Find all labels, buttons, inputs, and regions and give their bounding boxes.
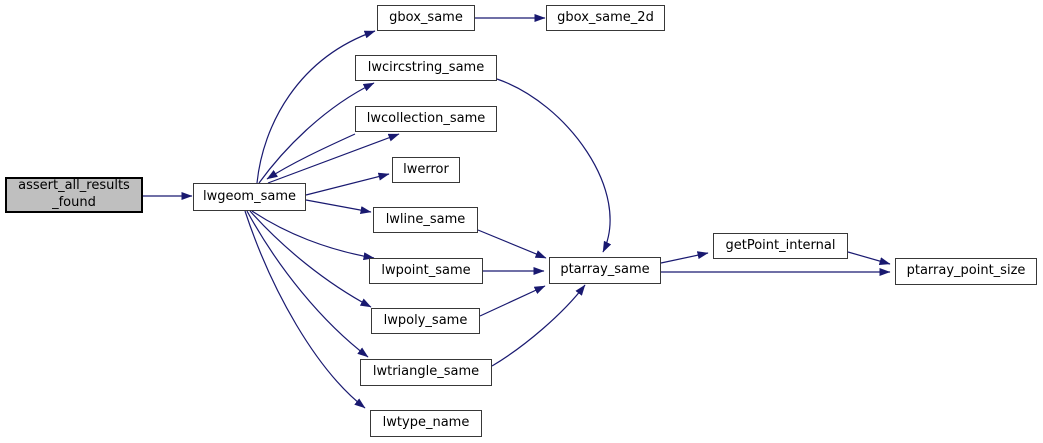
node-label: lwcircstring_same <box>367 59 485 75</box>
node-lwpoint_same[interactable]: lwpoint_same <box>369 258 483 284</box>
node-gbox_same[interactable]: gbox_same <box>377 5 475 31</box>
node-label: lwerror <box>403 161 449 177</box>
node-label: lwpoly_same <box>383 312 468 328</box>
node-lwpoly_same[interactable]: lwpoly_same <box>371 308 480 334</box>
edge-lwtriangle_same-to-ptarray_same <box>491 284 586 367</box>
edge-lwgeom_same-to-lwerror <box>305 172 390 196</box>
node-lwline_same[interactable]: lwline_same <box>373 207 478 233</box>
edge-lwpoly_same-to-ptarray_same <box>479 285 546 317</box>
node-label: lwtype_name <box>382 415 470 431</box>
node-label: lwline_same <box>385 211 466 227</box>
node-lwerror[interactable]: lwerror <box>392 157 460 183</box>
node-lwgeom_same[interactable]: lwgeom_same <box>193 183 306 211</box>
edge-lwgeom_same-to-lwpoint_same <box>251 210 375 261</box>
node-getPoint_internal[interactable]: getPoint_internal <box>713 233 848 259</box>
edge-lwcollection_same-to-lwgeom_same <box>266 133 356 180</box>
node-label: ptarray_point_size <box>906 263 1026 279</box>
node-label: assert_all_results _found <box>18 178 130 210</box>
node-lwtype_name[interactable]: lwtype_name <box>370 410 482 437</box>
node-lwcollection_same[interactable]: lwcollection_same <box>355 106 497 132</box>
node-ptarray_point_size[interactable]: ptarray_point_size <box>895 258 1037 285</box>
node-label: lwcollection_same <box>366 110 486 126</box>
edge-lwgeom_same-to-lwcircstring_same <box>258 82 375 184</box>
node-lwtriangle_same[interactable]: lwtriangle_same <box>360 359 492 386</box>
node-label: ptarray_same <box>560 262 650 278</box>
node-label: getPoint_internal <box>725 237 836 253</box>
edge-lwgeom_same-to-lwpoly_same <box>249 210 372 308</box>
node-label: lwtriangle_same <box>372 364 480 380</box>
node-assert_all_results_found: assert_all_results _found <box>5 177 143 213</box>
edge-ptarray_same-to-getPoint_internal <box>660 251 709 264</box>
node-lwcircstring_same[interactable]: lwcircstring_same <box>355 55 497 81</box>
node-label: gbox_same <box>389 9 463 25</box>
edge-lwgeom_same-to-lwline_same <box>305 199 372 215</box>
node-label: lwgeom_same <box>202 188 296 204</box>
edge-getPoint_internal-to-ptarray_point_size <box>847 251 891 265</box>
edge-lwgeom_same-to-lwtype_name <box>244 210 366 409</box>
edge-lwgeom_same-to-lwcollection_same <box>267 133 400 184</box>
node-gbox_same_2d[interactable]: gbox_same_2d <box>546 5 665 31</box>
node-label: lwpoint_same <box>381 262 471 278</box>
edge-lwline_same-to-ptarray_same <box>477 229 547 259</box>
edge-lwcircstring_same-to-ptarray_same <box>496 78 612 253</box>
node-label: gbox_same_2d <box>557 9 654 25</box>
edge-lwgeom_same-to-lwtriangle_same <box>246 210 369 358</box>
edge-lwgeom_same-to-gbox_same <box>256 30 376 184</box>
node-ptarray_same[interactable]: ptarray_same <box>549 257 661 284</box>
